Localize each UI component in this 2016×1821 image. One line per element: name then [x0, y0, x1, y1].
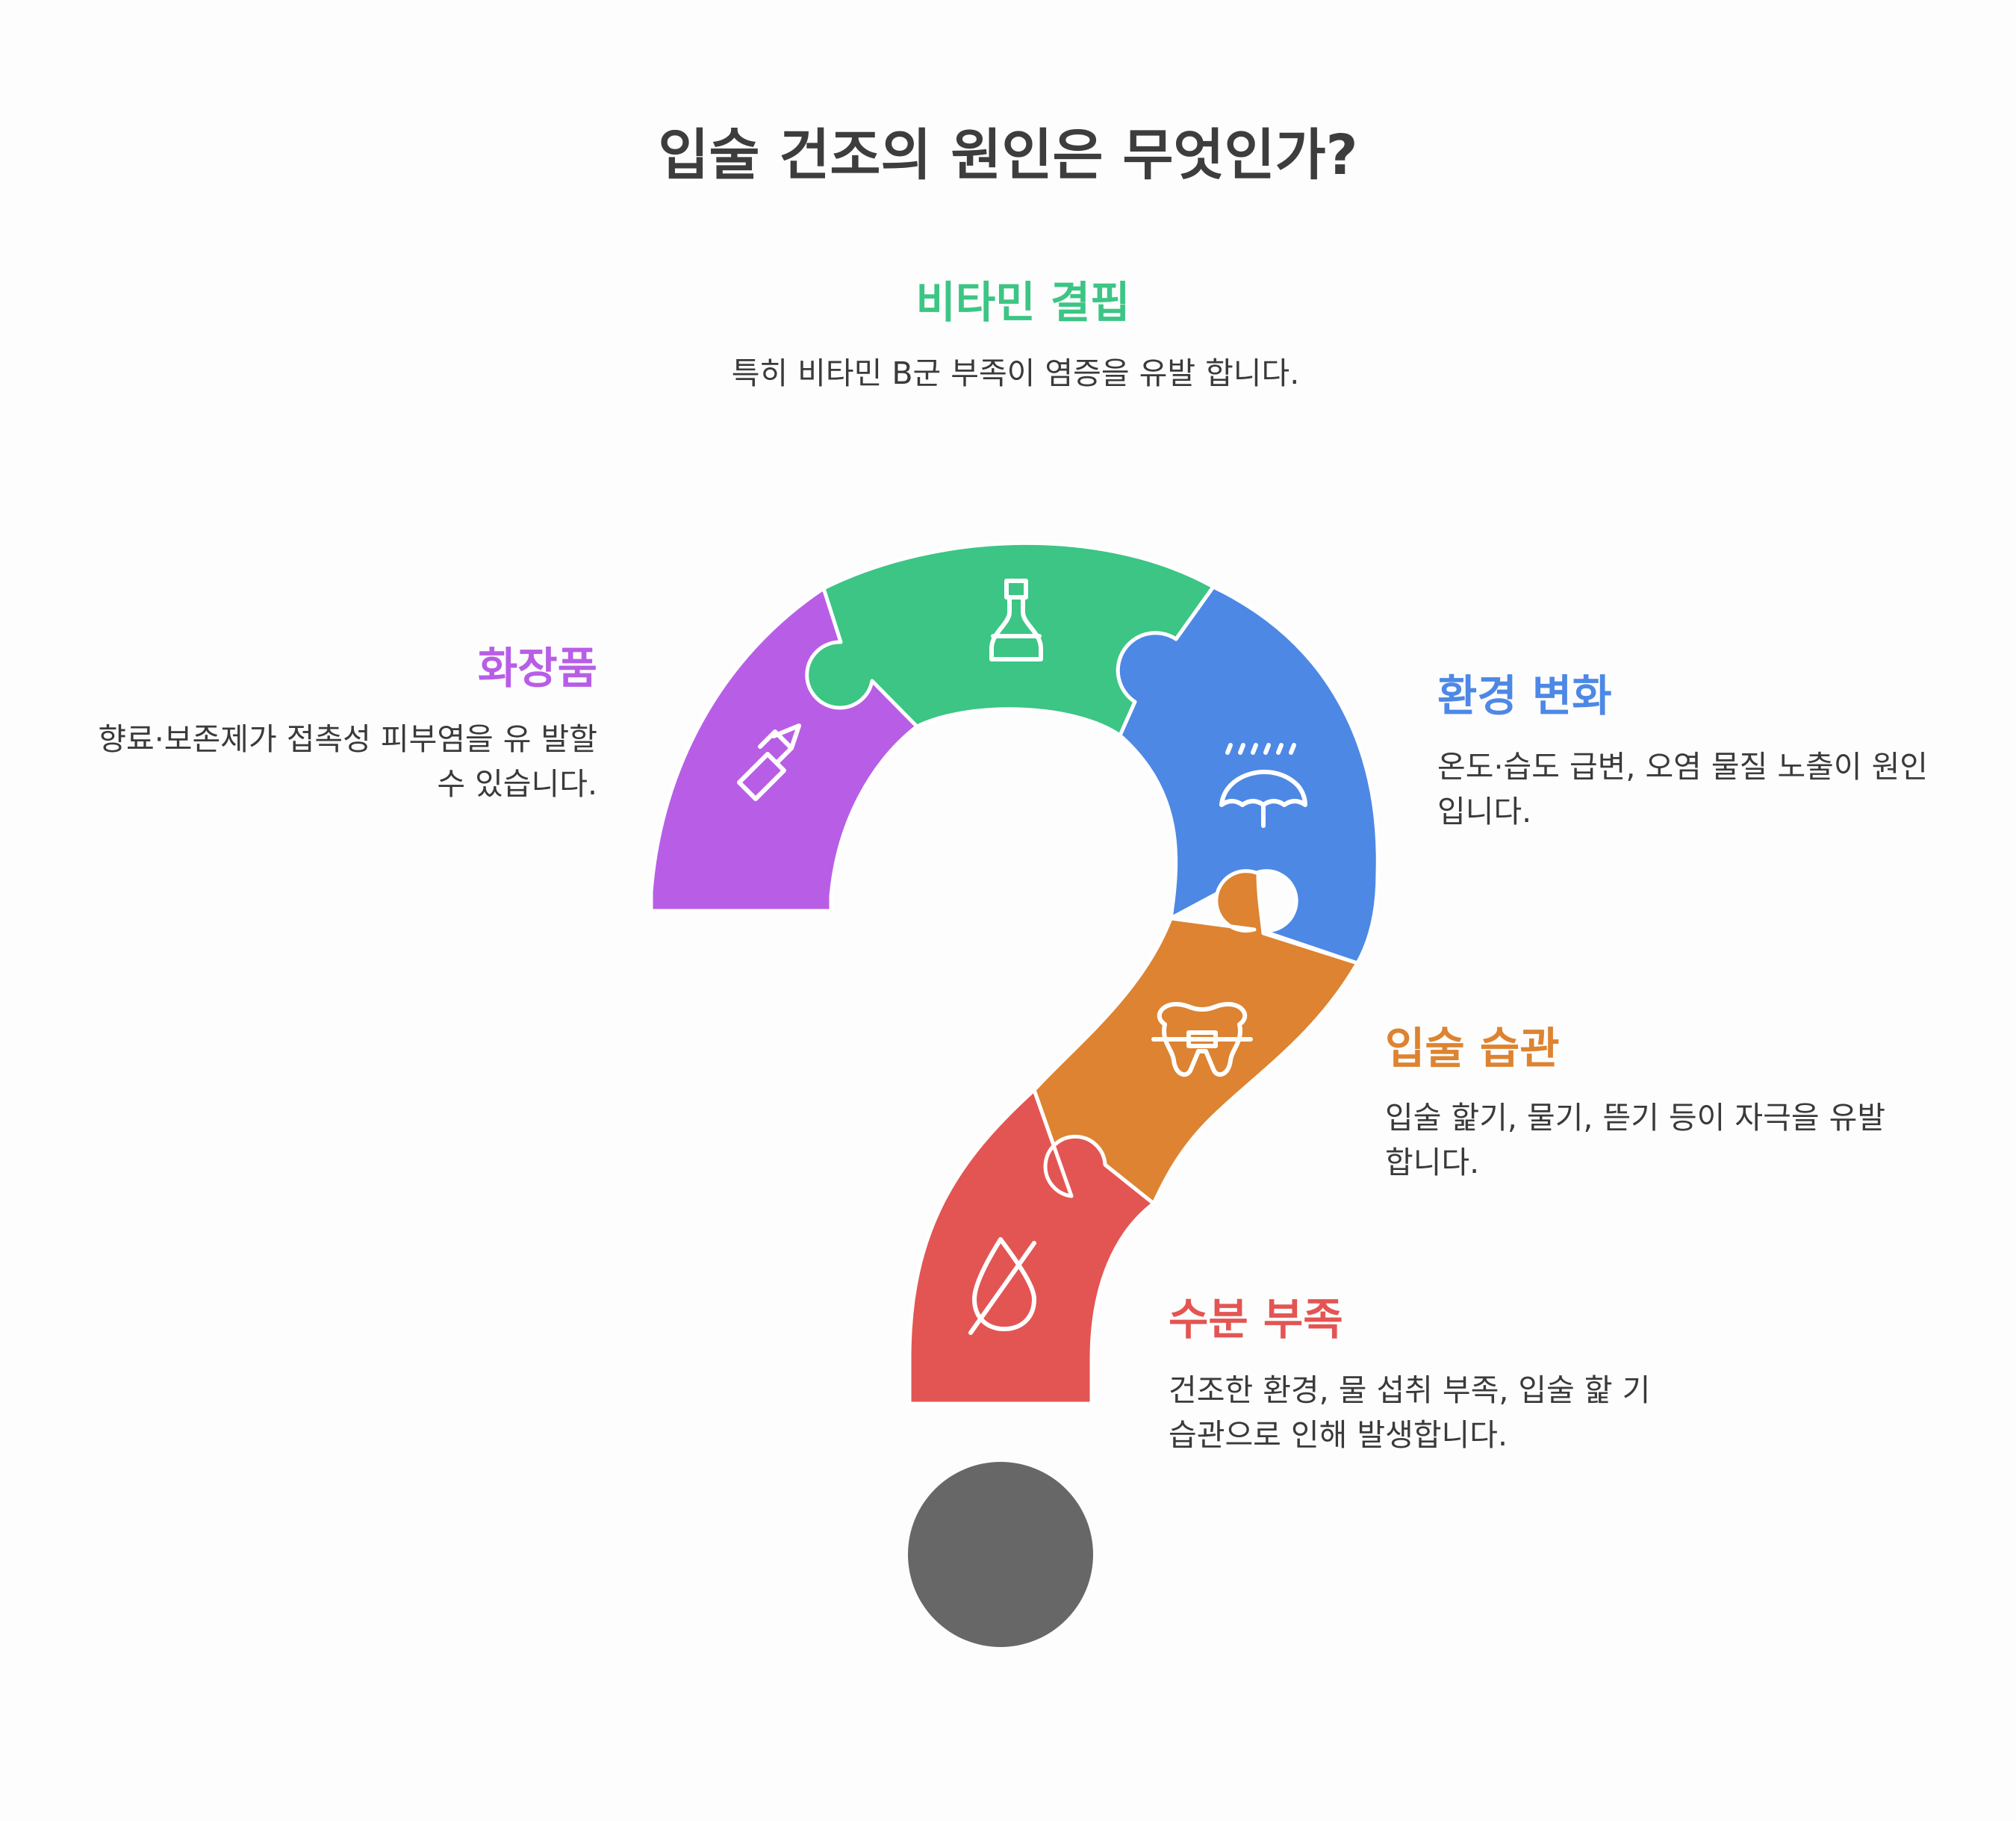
label-vitamin: 비타민 결핍 [915, 277, 1130, 328]
label-lip-habits: 입술 습관 [1385, 1023, 1560, 1074]
desc-vitamin: 특히 비타민 B군 부족이 염증을 유발 합니다. [731, 355, 1300, 391]
desc-environment: 온도·습도 급변, 오염 물질 노출이 원인입니다. [1437, 749, 1929, 829]
no-water-drop-icon [968, 1237, 1036, 1335]
bottle-icon [989, 579, 1043, 662]
segment-vitamin [805, 541, 1216, 738]
desc-lip-habits: 입술 핥기, 물기, 뜯기 등이 자극을 유발합니다. [1385, 1100, 1886, 1180]
lipstick-icon [737, 723, 801, 801]
teeth-braces-icon [1151, 1002, 1253, 1077]
label-cosmetics: 화장품 [477, 643, 597, 694]
desc-cosmetics: 향료·보존제가 접촉성 피부염을 유 발할 수 있습니다. [98, 721, 597, 802]
page-title: 입술 건조의 원인은 무엇인가? [658, 123, 1358, 187]
desc-dehydration: 건조한 환경, 물 섭취 부족, 입술 핥 기 습관으로 인해 발생합니다. [1169, 1372, 1651, 1453]
label-environment: 환경 변화 [1437, 670, 1612, 721]
umbrella-rain-icon [1219, 743, 1307, 828]
question-dot [908, 1462, 1093, 1647]
label-dehydration: 수분 부족 [1169, 1294, 1343, 1345]
